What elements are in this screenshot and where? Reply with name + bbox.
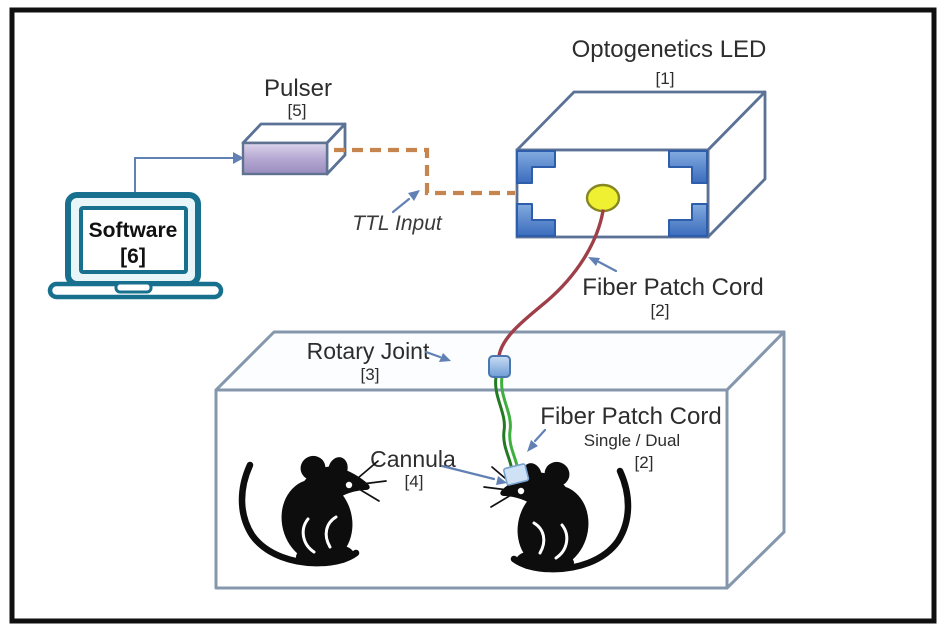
rotary-joint-label: Rotary Joint [307, 338, 430, 364]
led-output-port [585, 183, 621, 213]
fiber-patch-cord-red [497, 209, 605, 358]
software-to-pulser-line [134, 157, 233, 196]
fiber-patch-cord-top-label: Fiber Patch Cord [582, 274, 763, 301]
optogenetics-led-label: Optogenetics LED [572, 36, 767, 63]
pulser-device: Pulser [5] [241, 75, 347, 176]
cannula-arrow [440, 464, 507, 485]
led-corner-bracket-top-right [668, 150, 708, 184]
cannula-label: Cannula [370, 446, 456, 472]
optogenetics-led-ref: [1] [656, 69, 675, 88]
pulser-front-face [241, 141, 329, 176]
led-corner-bracket-bottom-left [516, 203, 556, 237]
software-label: Software [89, 219, 178, 242]
arrowhead-to-pulser [233, 152, 244, 164]
laptop: Software [6] [47, 152, 244, 300]
fiber-patch-cord-top-ref: [2] [651, 301, 670, 320]
fiber-patch-cord-green-1 [494, 375, 514, 473]
laptop-base-notch [114, 281, 153, 294]
fiber-patch-cord-bottom-label: Fiber Patch Cord [540, 403, 721, 430]
ttl-input-label: TTL Input [352, 212, 443, 235]
pulser-label: Pulser [264, 75, 332, 102]
rotary-joint [488, 355, 511, 378]
laptop-screen [79, 206, 188, 274]
ttl-arrow [391, 190, 420, 214]
led-corner-bracket-bottom-right [668, 203, 708, 237]
software-ref: [6] [120, 245, 146, 268]
fiber-top-arrow [588, 257, 618, 273]
optogenetics-led-device: Optogenetics LED [1] [515, 36, 767, 239]
pulser-ref: [5] [288, 101, 307, 120]
fiber-single-dual-label: Single / Dual [584, 431, 680, 450]
cannula [503, 463, 530, 486]
fiber-patch-cord-green-2 [500, 375, 520, 473]
fiber-patch-cord-bottom-ref: [2] [635, 453, 654, 472]
frame-border [9, 7, 937, 624]
led-corner-bracket-top-left [516, 150, 556, 184]
fiber-bottom-arrow [527, 428, 547, 452]
rotary-joint-arrow [424, 350, 451, 362]
cannula-ref: [4] [405, 472, 424, 491]
ttl-dashed-line [334, 147, 515, 196]
rotary-joint-ref: [3] [361, 365, 380, 384]
